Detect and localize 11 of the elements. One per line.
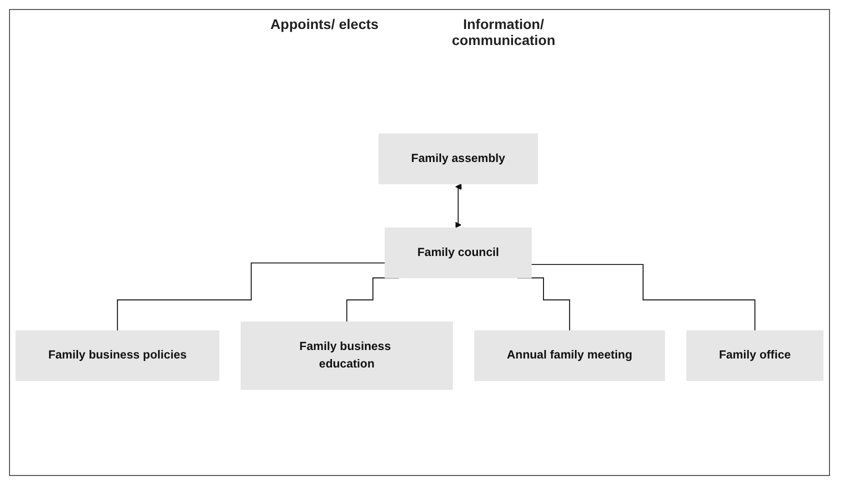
node-box: Family business education xyxy=(240,321,453,390)
connector xyxy=(116,262,386,332)
node-box: Family assembly xyxy=(378,133,538,184)
node-box: Family office xyxy=(686,330,824,381)
edge-side-label: Appoints/ elects xyxy=(270,16,379,34)
connector xyxy=(530,264,756,332)
edge-side-label: Information/ communication xyxy=(450,16,556,48)
node-box: Family business policies xyxy=(16,330,220,381)
node-box: Annual family meeting xyxy=(474,330,665,381)
node-box: Family council xyxy=(384,227,532,278)
arrow xyxy=(454,184,462,228)
